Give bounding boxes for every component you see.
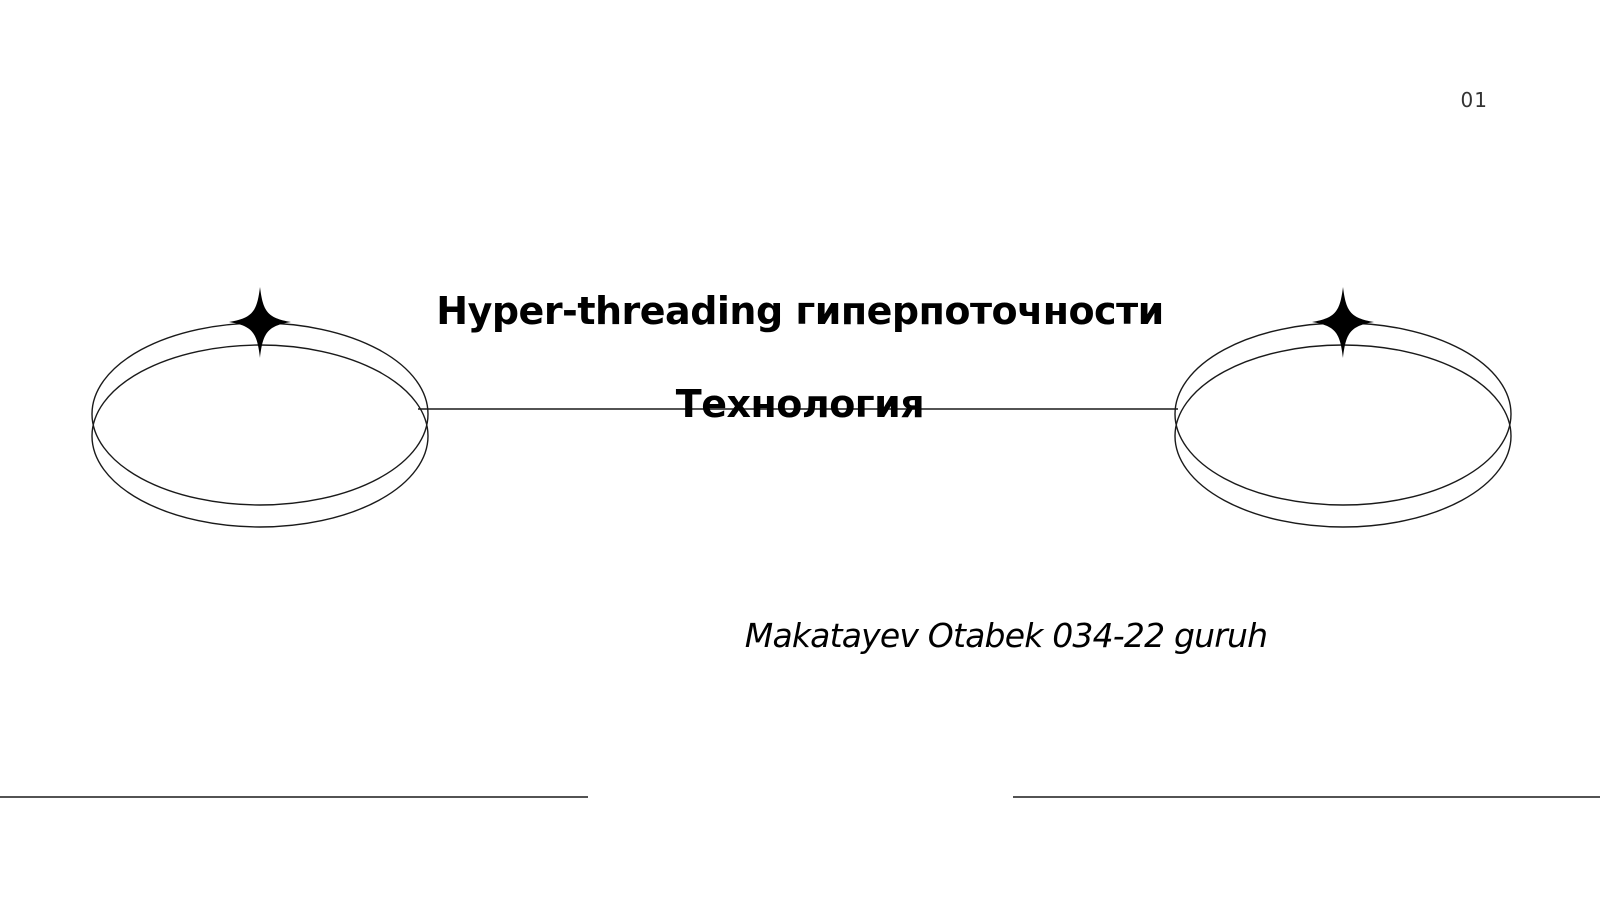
slide-title-line-2: Технология bbox=[675, 382, 925, 426]
author-caption: Makatayev Otabek 034-22 guruh bbox=[744, 616, 1268, 655]
slide-title-line-1: Hyper-threading гиперпоточности bbox=[436, 289, 1164, 333]
left-sparkle-star-icon bbox=[229, 287, 291, 358]
slide-number: 01 bbox=[1460, 88, 1488, 112]
right-sparkle-star-icon bbox=[1312, 287, 1374, 358]
